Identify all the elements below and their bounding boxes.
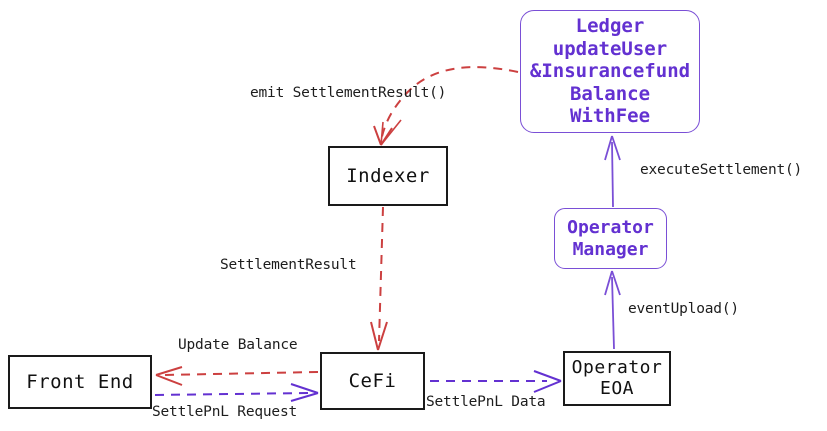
- node-front-end-label: Front End: [26, 370, 134, 393]
- node-ledger[interactable]: Ledger updateUser &Insurancefund Balance…: [520, 10, 700, 133]
- edge-settlement-result: [370, 206, 388, 351]
- node-ledger-line-1: Ledger: [575, 15, 645, 38]
- node-ledger-line-4: Balance: [569, 82, 651, 105]
- node-operator-manager-line-1: Operator: [567, 217, 654, 239]
- edge-label-settlement-result: SettlementResult: [220, 257, 357, 273]
- edge-settle-pnl-request: [154, 383, 319, 402]
- node-indexer-label: Indexer: [346, 164, 430, 187]
- node-cefi[interactable]: CeFi: [320, 352, 425, 410]
- node-front-end[interactable]: Front End: [8, 355, 152, 409]
- edge-label-settle-pnl-request: SettlePnL Request: [152, 404, 298, 420]
- edge-emit-settlement-result: [373, 66, 519, 146]
- edge-execute-settlement: [604, 135, 621, 208]
- node-cefi-label: CeFi: [348, 369, 397, 392]
- edge-event-upload: [604, 270, 621, 350]
- node-operator-eoa-line-2: EOA: [599, 377, 634, 399]
- node-operator-eoa-line-1: Operator: [571, 356, 663, 378]
- edge-settle-pnl-data: [430, 370, 562, 393]
- node-operator-eoa[interactable]: Operator EOA: [563, 351, 671, 406]
- node-ledger-line-2: updateUser: [552, 37, 668, 60]
- edge-label-event-upload: eventUpload(): [628, 301, 739, 317]
- node-indexer[interactable]: Indexer: [328, 146, 448, 206]
- node-ledger-line-5: WithFee: [569, 105, 651, 128]
- edge-label-emit-settlement-result: emit SettlementResult(): [250, 85, 447, 101]
- node-ledger-line-3: &Insurancefund: [529, 60, 691, 83]
- edge-label-update-balance: Update Balance: [178, 337, 298, 353]
- node-operator-manager[interactable]: Operator Manager: [554, 208, 667, 269]
- node-operator-manager-line-2: Manager: [572, 238, 649, 260]
- edge-label-execute-settlement: executeSettlement(): [640, 162, 803, 178]
- edge-update-balance: [155, 366, 319, 386]
- edge-label-settle-pnl-data: SettlePnL Data: [426, 394, 546, 410]
